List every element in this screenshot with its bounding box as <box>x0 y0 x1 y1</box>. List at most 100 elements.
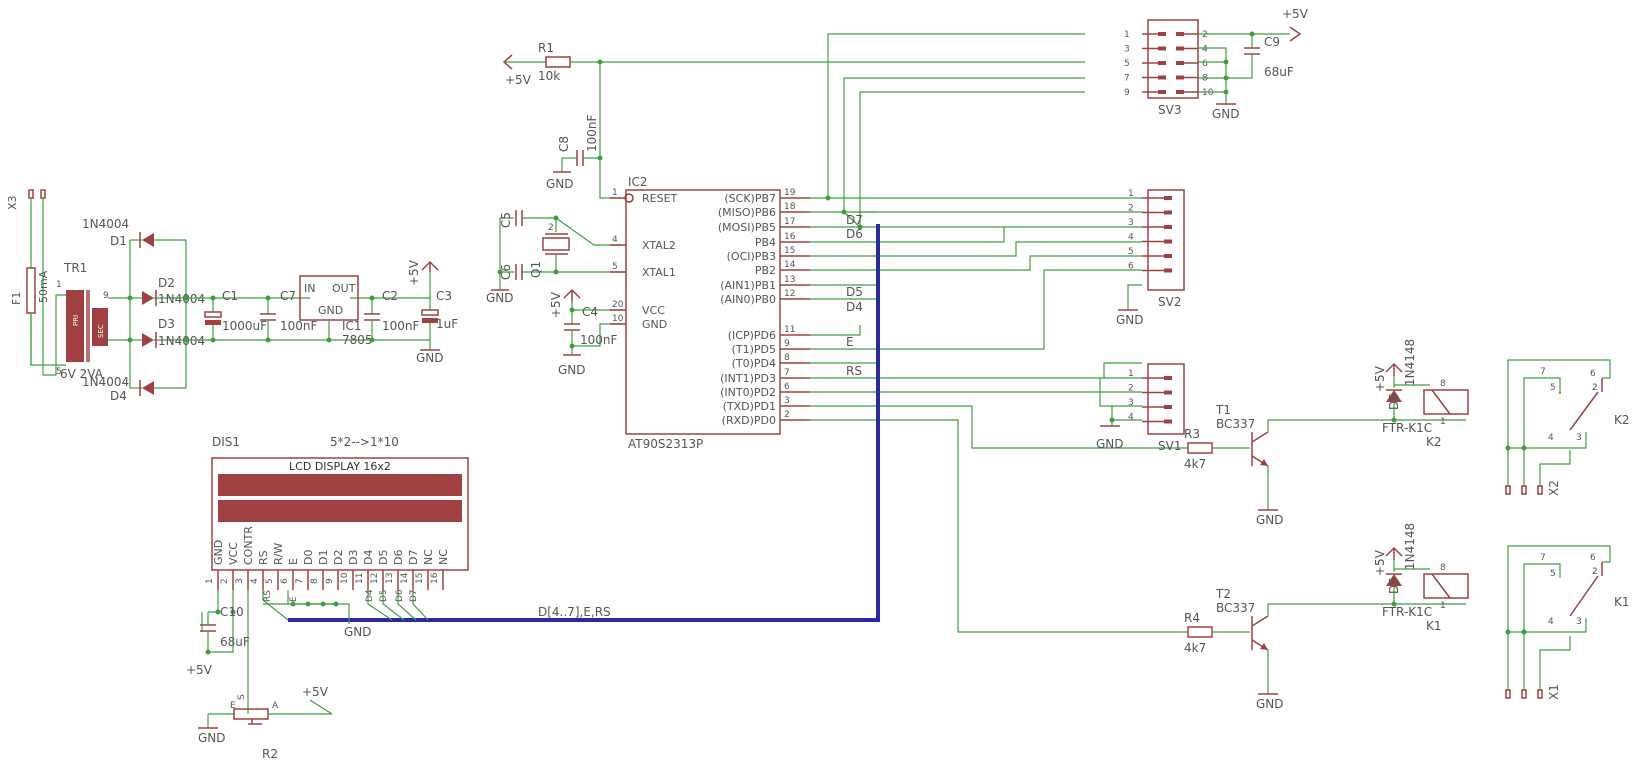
d1-diode[interactable]: 1N4004 D1 <box>82 217 154 248</box>
sv3-pin-num: 5 <box>1124 59 1130 69</box>
c8-name: C8 <box>557 136 571 152</box>
bus-label: D[4..7],E,RS <box>538 605 611 619</box>
lcd-pin-label: CONTR <box>242 526 255 565</box>
d6-flyback-diode[interactable]: +5V D6 1N4148 <box>1373 339 1430 420</box>
k2-pin-3: 3 <box>1576 433 1582 443</box>
vcc-label-d6: +5V <box>1373 365 1387 392</box>
c2-capacitor[interactable]: C2 100nF <box>364 289 420 340</box>
k2-relay-contacts[interactable]: 7 5 6 2 3 4 K2 X2 <box>1505 359 1630 496</box>
c1-capacitor[interactable]: C1 1000uF <box>204 289 267 340</box>
gnd-label-r2: GND <box>198 731 226 745</box>
c4-capacitor[interactable]: +5V C4 100nF GND <box>549 288 622 377</box>
net-e: E <box>846 335 854 349</box>
f1-fuse[interactable]: F1 50mA <box>10 267 66 376</box>
d5-flyback-diode[interactable]: +5V D5 1N4148 <box>1373 523 1430 604</box>
d3-diode[interactable]: D3 1N4004 <box>142 317 205 348</box>
d4-diode[interactable]: 1N4004 D4 <box>82 375 154 403</box>
q1-crystal[interactable]: Q1 2 <box>529 218 570 278</box>
ic2-pin-num: 17 <box>784 217 795 227</box>
lcd-pins: GND1VCC2CONTR3RS4R/W5E6D07D18D29D310D411… <box>205 526 450 590</box>
lcd-pin-label: E <box>287 558 300 565</box>
lcd-pin-label: D0 <box>302 550 315 565</box>
sv1-pin-num: 3 <box>1128 398 1134 408</box>
r3-resistor[interactable]: R3 4k7 <box>1184 427 1213 471</box>
dis1-lcd-display[interactable]: DIS1 5*2-->1*10 LCD DISPLAY 16x2 GND1VCC… <box>201 435 469 714</box>
ic2-pin-label: PB2 <box>755 264 776 277</box>
lcd-pin-label: D2 <box>332 550 345 565</box>
r1-resistor[interactable]: R1 10k <box>538 41 571 83</box>
k1-pin-5: 5 <box>1550 569 1556 579</box>
sv3-pin-num: 1 <box>1124 30 1130 40</box>
gnd-label-psu: GND <box>416 351 444 365</box>
sv1-pin-num: 4 <box>1128 413 1134 423</box>
sv3-pin-num: 9 <box>1124 88 1130 98</box>
f1-value: 50mA <box>37 270 50 303</box>
t1-name: T1 <box>1215 403 1231 417</box>
d5-value: 1N4148 <box>1403 523 1417 570</box>
k1-pin-4: 4 <box>1548 617 1554 627</box>
c8-capacitor[interactable]: C8 100nF GND <box>546 114 600 191</box>
lcd-pin-num: 12 <box>370 573 380 584</box>
k2-pin-4: 4 <box>1548 433 1554 443</box>
c9-name: C9 <box>1264 35 1280 49</box>
gnd-label-lcd: GND <box>344 625 372 639</box>
d2-diode[interactable]: D2 1N4004 <box>142 276 205 306</box>
t2-transistor[interactable]: T2 BC337 <box>1215 587 1269 651</box>
ic2-pin-num: 3 <box>784 396 790 406</box>
dis1-title: LCD DISPLAY 16x2 <box>289 460 391 473</box>
c6-capacitor[interactable]: C6 <box>499 264 523 280</box>
d1-name: D1 <box>110 234 127 248</box>
vcc-symbol-psu: +5V <box>407 259 439 286</box>
c2-name: C2 <box>382 289 398 303</box>
d1-value: 1N4004 <box>82 217 129 231</box>
c3-capacitor[interactable]: C3 1uF <box>421 272 458 350</box>
x2-name: X2 <box>1547 480 1561 496</box>
k1-relay-contacts[interactable]: 7 5 6 2 3 4 K1 X1 <box>1505 545 1630 700</box>
r2-potentiometer[interactable]: E A S GND +5V R2 <box>198 685 333 761</box>
c7-capacitor[interactable]: C7 100nF <box>260 289 318 340</box>
c1-value: 1000uF <box>222 319 267 333</box>
ic2-pin-num: 2 <box>784 410 790 420</box>
gnd-label-c8: GND <box>546 177 574 191</box>
sv2-name: SV2 <box>1158 295 1181 309</box>
c9-capacitor[interactable]: C9 68uF <box>1226 34 1294 79</box>
lcd-pin-label: RS <box>257 550 270 565</box>
c5-capacitor[interactable]: C5 <box>499 210 523 228</box>
t2-name: T2 <box>1215 587 1231 601</box>
relay-driver-1: R3 4k7 T1 BC337 GND +5V D6 1N4148 <box>1184 339 1469 527</box>
lcd-pin-num: 10 <box>340 572 350 584</box>
sv2-pin-num: 4 <box>1128 233 1134 243</box>
ic2-pin-label: (MOSI)PB5 <box>718 221 776 234</box>
r2-a: A <box>272 701 279 711</box>
ic2-pin-label: (TXD)PD1 <box>723 400 776 413</box>
d6-name: D6 <box>1387 393 1401 410</box>
k2-relay-coil[interactable]: 8 1 FTR-K1C K2 <box>1382 379 1469 449</box>
ic2-net-wiring <box>810 33 1188 633</box>
ic2-pin-num: 5 <box>612 262 618 272</box>
ic2-pin-label: (T1)PD5 <box>732 343 776 356</box>
ic1-regulator[interactable]: IN OUT GND IC1 7805 <box>299 275 373 347</box>
sv3-pin-num: 2 <box>1202 30 1208 40</box>
sv2-pin-num: 6 <box>1128 262 1134 272</box>
gnd-symbol-psu: GND <box>416 349 444 365</box>
vcc-label-sv3: +5V <box>1282 7 1309 21</box>
x3-connector[interactable]: X3 <box>6 189 46 375</box>
r4-resistor[interactable]: R4 4k7 <box>1184 611 1213 655</box>
tr1-transformer[interactable]: TR1 PRI SEC 1 5 9 7 6V 2VA <box>56 261 130 381</box>
lcd-net-label: D7 <box>409 589 419 602</box>
vcc-label-d5: +5V <box>1373 549 1387 576</box>
crystal-network: C5 C6 Q1 2 GND <box>486 210 622 305</box>
k1-relay-coil[interactable]: 8 1 FTR-K1C K1 <box>1382 563 1469 633</box>
sv2-pin-num: 5 <box>1128 247 1134 257</box>
k1-type: FTR-K1C <box>1382 605 1432 619</box>
gnd-label-t1: GND <box>1256 513 1284 527</box>
t1-transistor[interactable]: T1 BC337 <box>1215 403 1269 467</box>
tr1-pin-1: 1 <box>56 280 62 290</box>
dis1-note: 5*2-->1*10 <box>330 435 399 449</box>
c10-capacitor[interactable]: C10 68uF +5V <box>186 605 250 677</box>
